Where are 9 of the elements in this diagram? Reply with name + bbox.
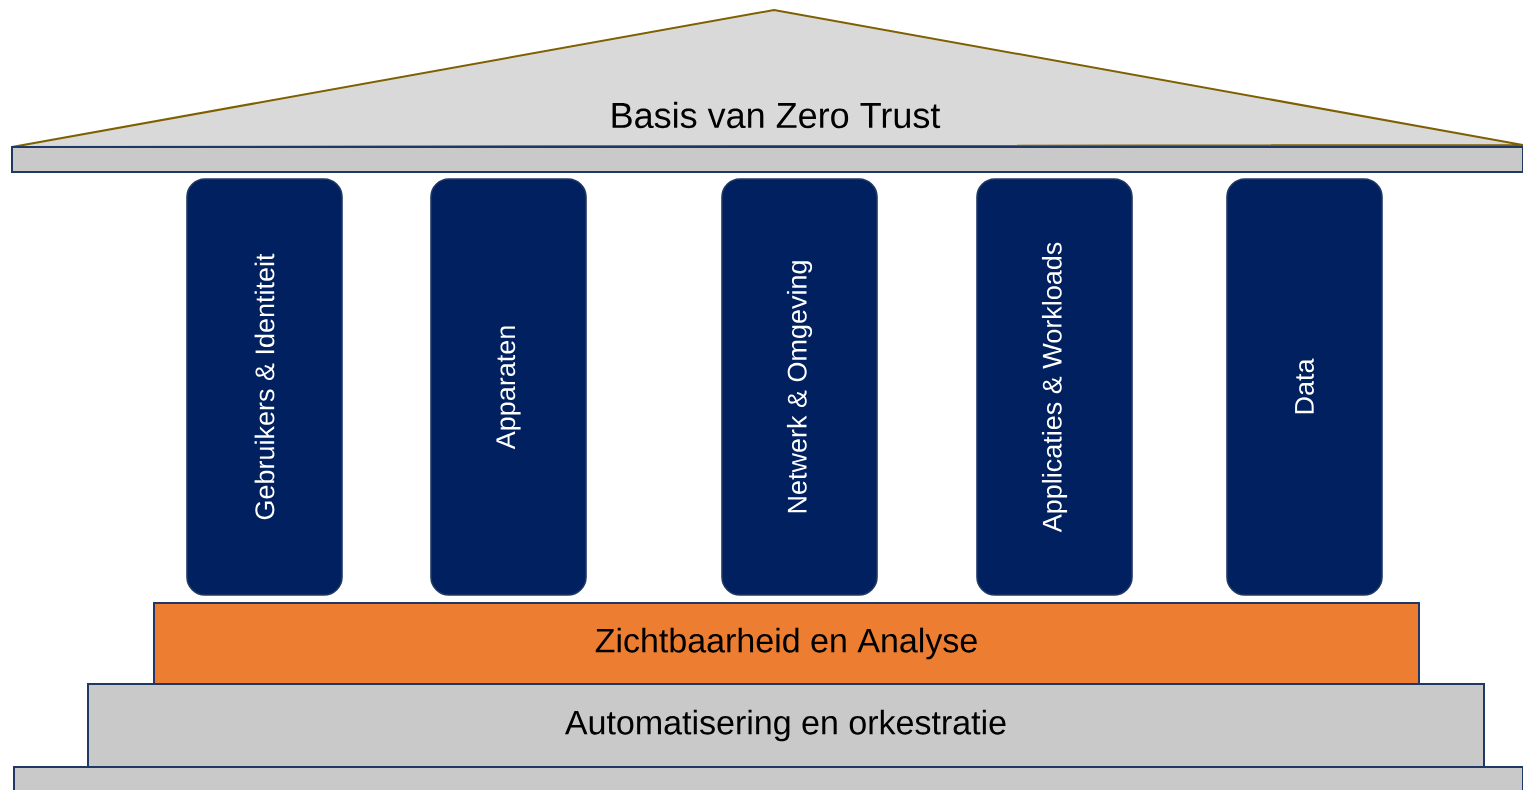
base-step bbox=[13, 766, 1523, 790]
pillar: Gebruikers & Identiteit bbox=[186, 178, 343, 596]
pillar: Data bbox=[1226, 178, 1383, 596]
pillar: Applicaties & Workloads bbox=[976, 178, 1133, 596]
pillar: Apparaten bbox=[430, 178, 587, 596]
pillar: Netwerk & Omgeving bbox=[721, 178, 878, 596]
roof-beam bbox=[11, 146, 1523, 173]
analysis-band: Zichtbaarheid en Analyse bbox=[153, 602, 1420, 685]
roof-triangle: Basis van Zero Trust bbox=[11, 8, 1523, 148]
